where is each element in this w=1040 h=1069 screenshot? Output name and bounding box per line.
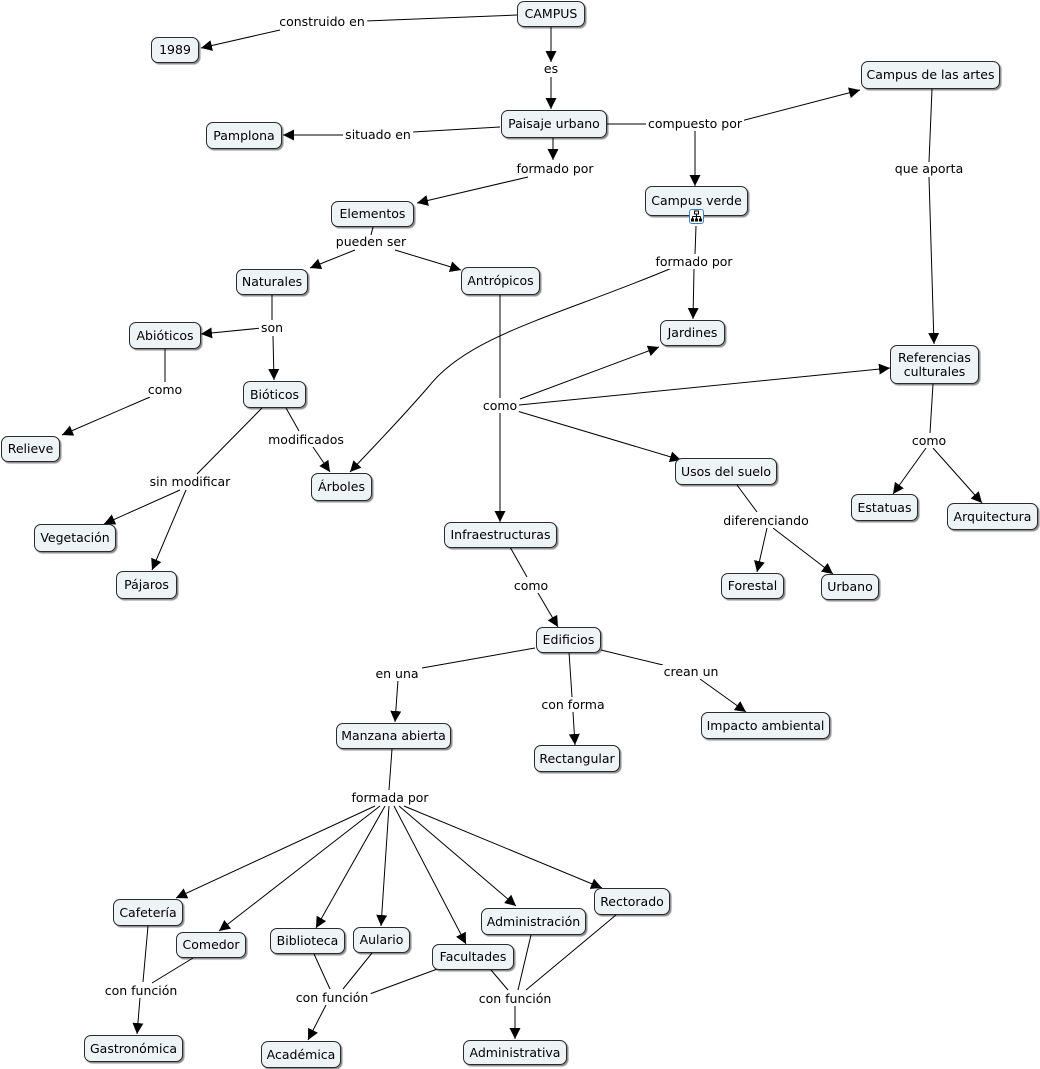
link-label-diferenciando: diferenciando: [721, 513, 811, 528]
link-label-como: como: [145, 382, 185, 397]
link-label-formado-por: formado por: [653, 254, 735, 269]
link-label-sin-modificar: sin modificar: [147, 474, 233, 489]
link-label-como: como: [909, 433, 949, 448]
node-administracion[interactable]: Administración: [481, 908, 586, 935]
link-label-es: es: [541, 61, 561, 76]
node-urbano[interactable]: Urbano: [821, 574, 879, 600]
node-impacto-ambiental[interactable]: Impacto ambiental: [701, 712, 830, 739]
link-label-como: como: [511, 578, 551, 593]
node-gastronomica[interactable]: Gastronómica: [84, 1035, 183, 1062]
node-campus[interactable]: CAMPUS: [517, 1, 585, 27]
link-label-que-aporta: que aporta: [892, 161, 966, 176]
concept-map-link-icon[interactable]: [689, 209, 704, 224]
link-label-formado-por: formado por: [514, 161, 596, 176]
link-label-pueden-ser: pueden ser: [333, 234, 409, 249]
node-biblioteca[interactable]: Biblioteca: [270, 928, 345, 954]
node-academica[interactable]: Académica: [261, 1041, 341, 1068]
link-label-son: son: [258, 320, 286, 335]
node-naturales[interactable]: Naturales: [236, 269, 308, 295]
node-arquitectura[interactable]: Arquitectura: [947, 503, 1038, 530]
link-label-crean-un: crean un: [661, 664, 721, 679]
node-arboles[interactable]: Árboles: [311, 473, 372, 501]
link-label-con-funcion: con función: [102, 983, 180, 998]
node-abioticos[interactable]: Abióticos: [129, 322, 201, 349]
node-aulario[interactable]: Aulario: [353, 927, 410, 953]
node-vegetacion[interactable]: Vegetación: [34, 524, 116, 552]
node-administrativa[interactable]: Administrativa: [463, 1040, 567, 1065]
link-label-con-funcion: con función: [293, 990, 371, 1005]
node-rectorado[interactable]: Rectorado: [594, 888, 670, 915]
link-label-con-funcion: con función: [476, 991, 554, 1006]
node-referencias-culturales[interactable]: Referencias culturales: [890, 345, 979, 384]
node-facultades[interactable]: Facultades: [432, 944, 514, 970]
node-jardines[interactable]: Jardines: [660, 320, 725, 346]
node-1989[interactable]: 1989: [151, 37, 199, 63]
link-label-situado-en: situado en: [343, 127, 413, 142]
node-rectangular[interactable]: Rectangular: [534, 745, 620, 772]
node-comedor[interactable]: Comedor: [176, 932, 246, 958]
node-elementos[interactable]: Elementos: [331, 201, 414, 227]
link-label-formada-por: formada por: [349, 790, 431, 805]
node-pajaros[interactable]: Pájaros: [116, 571, 177, 599]
link-label-construido-en: construido en: [277, 14, 367, 29]
link-label-como: como: [480, 398, 520, 413]
link-label-en-una: en una: [373, 666, 421, 681]
node-relieve[interactable]: Relieve: [1, 436, 60, 462]
node-estatuas[interactable]: Estatuas: [851, 494, 918, 521]
node-edificios[interactable]: Edificios: [536, 627, 601, 653]
link-label-modificados: modificados: [266, 432, 346, 447]
node-pamplona[interactable]: Pamplona: [206, 122, 282, 149]
node-bioticos[interactable]: Bióticos: [243, 381, 306, 408]
node-usos-del-suelo[interactable]: Usos del suelo: [675, 458, 777, 485]
node-campus-de-las-artes[interactable]: Campus de las artes: [861, 61, 1000, 89]
node-paisaje-urbano[interactable]: Paisaje urbano: [501, 110, 607, 138]
node-cafeteria[interactable]: Cafetería: [113, 899, 183, 926]
link-label-con-forma: con forma: [539, 697, 607, 712]
node-infraestructuras[interactable]: Infraestructuras: [444, 522, 557, 548]
link-label-compuesto-por: compuesto por: [645, 116, 745, 131]
node-forestal[interactable]: Forestal: [721, 573, 784, 599]
node-antropicos[interactable]: Antrópicos: [461, 267, 540, 295]
node-manzana-abierta[interactable]: Manzana abierta: [336, 723, 451, 749]
